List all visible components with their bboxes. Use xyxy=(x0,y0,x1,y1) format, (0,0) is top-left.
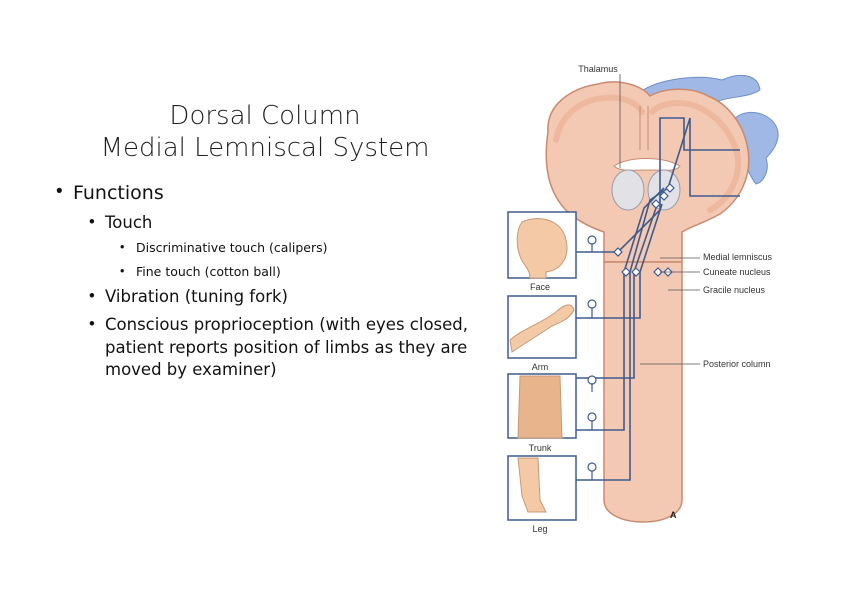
label-panel-letter: A xyxy=(670,510,677,520)
bullet-marker: • xyxy=(89,213,95,231)
label-medial-lemniscus: Medial lemniscus xyxy=(703,252,773,262)
trunk-panel xyxy=(507,373,577,439)
label-leaders xyxy=(619,74,700,365)
bullet-proprioception-line-2: patient reports position of limbs as the… xyxy=(105,338,468,357)
label-posterior-column: Posterior column xyxy=(703,359,771,369)
title-line-1: Dorsal Column xyxy=(169,101,361,131)
thalamus-left xyxy=(611,169,645,211)
label-thalamus: Thalamus xyxy=(578,64,618,74)
bullet-marker: • xyxy=(120,264,125,278)
bullet-discriminative-touch: Discriminative touch (calipers) xyxy=(136,240,328,255)
arm-panel xyxy=(507,295,577,359)
bullet-marker: • xyxy=(56,181,63,202)
label-face: Face xyxy=(530,282,550,292)
bullet-marker: • xyxy=(120,240,125,254)
label-gracile-nucleus: Gracile nucleus xyxy=(703,285,766,295)
slide-title: Dorsal Column Medial Lemniscal System xyxy=(60,100,470,164)
label-cuneate-nucleus: Cuneate nucleus xyxy=(703,267,771,277)
bullet-fine-touch: Fine touch (cotton ball) xyxy=(136,264,281,279)
label-leg: Leg xyxy=(532,524,547,534)
bullet-marker: • xyxy=(89,315,95,333)
bullet-touch: Touch xyxy=(105,213,153,232)
label-arm: Arm xyxy=(532,362,549,372)
title-line-2: Medial Lemniscal System xyxy=(100,133,430,163)
face-panel xyxy=(507,211,577,279)
bullet-proprioception-line-3: moved by examiner) xyxy=(105,360,277,379)
bullet-marker: • xyxy=(89,287,95,305)
bullet-vibration: Vibration (tuning fork) xyxy=(105,287,288,306)
brain-section xyxy=(545,81,750,263)
bullet-list: • Functions • Touch • Discriminative tou… xyxy=(56,181,469,379)
label-trunk: Trunk xyxy=(529,443,552,453)
spinal-cord xyxy=(603,261,683,523)
bullet-functions: Functions xyxy=(73,182,164,204)
bullet-proprioception-line-1: Conscious proprioception (with eyes clos… xyxy=(105,315,469,334)
leg-panel xyxy=(507,455,577,521)
ganglion-markers xyxy=(587,235,597,480)
